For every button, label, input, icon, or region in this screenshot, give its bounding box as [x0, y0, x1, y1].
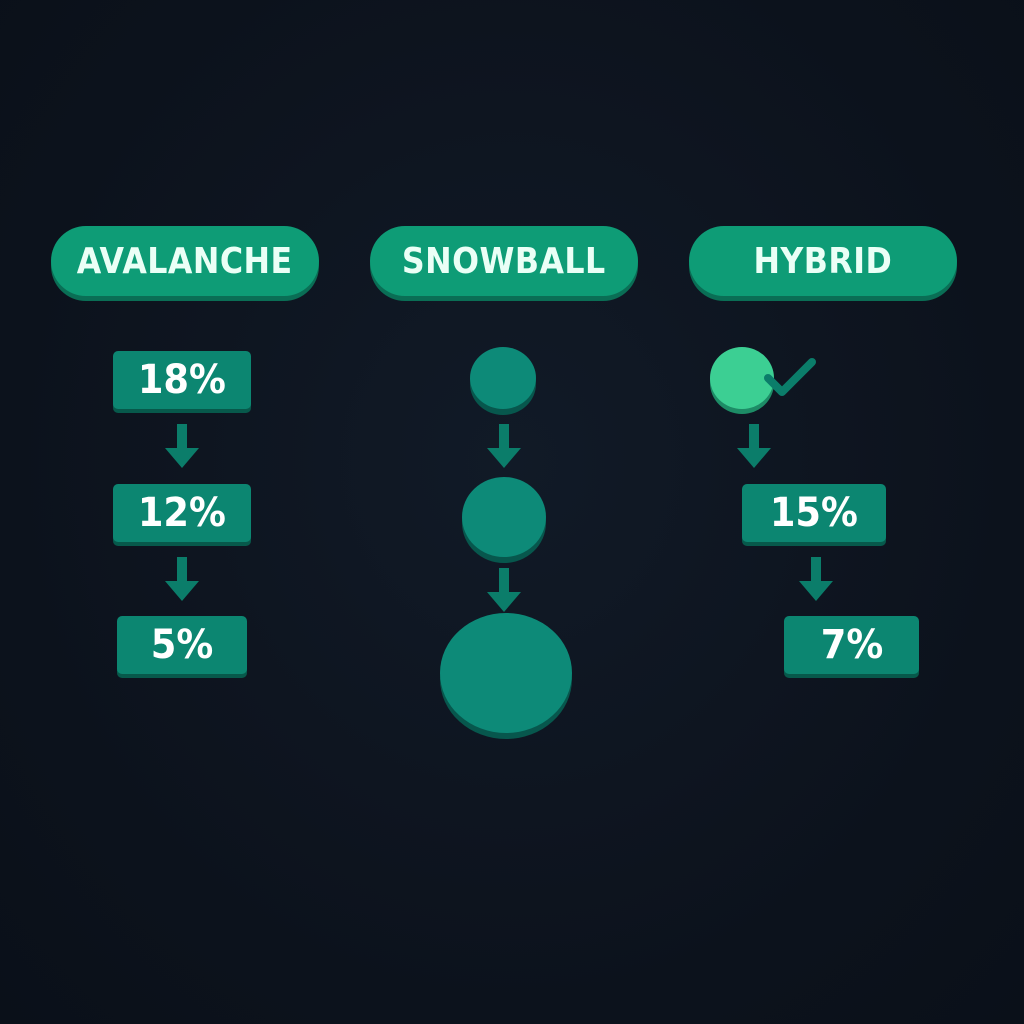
down-arrow-icon	[737, 424, 771, 468]
hybrid-rate-2: 7%	[784, 616, 919, 674]
avalanche-rate-3: 5%	[117, 616, 247, 674]
down-arrow-icon	[487, 424, 521, 468]
hybrid-start-circle	[710, 347, 774, 409]
avalanche-rate-2-label: 12%	[137, 490, 227, 536]
snowball-header: SNOWBALL	[370, 226, 638, 296]
hybrid-rate-1-label: 15%	[769, 490, 859, 536]
avalanche-rate-3-label: 5%	[150, 622, 214, 668]
avalanche-header: AVALANCHE	[51, 226, 319, 296]
small-balance-circle	[470, 347, 536, 409]
down-arrow-icon	[799, 557, 833, 601]
avalanche-rate-2: 12%	[113, 484, 251, 542]
snowball-title: SNOWBALL	[402, 240, 606, 282]
medium-balance-circle	[462, 477, 546, 557]
large-balance-circle	[440, 613, 572, 733]
hybrid-title: HYBRID	[753, 240, 893, 282]
down-arrow-icon	[487, 568, 521, 612]
avalanche-rate-1: 18%	[113, 351, 251, 409]
avalanche-rate-1-label: 18%	[137, 357, 227, 403]
check-icon	[764, 358, 816, 396]
down-arrow-icon	[165, 557, 199, 601]
down-arrow-icon	[165, 424, 199, 468]
hybrid-header: HYBRID	[689, 226, 957, 296]
hybrid-rate-1: 15%	[742, 484, 886, 542]
hybrid-rate-2-label: 7%	[820, 622, 883, 668]
avalanche-title: AVALANCHE	[77, 240, 293, 282]
